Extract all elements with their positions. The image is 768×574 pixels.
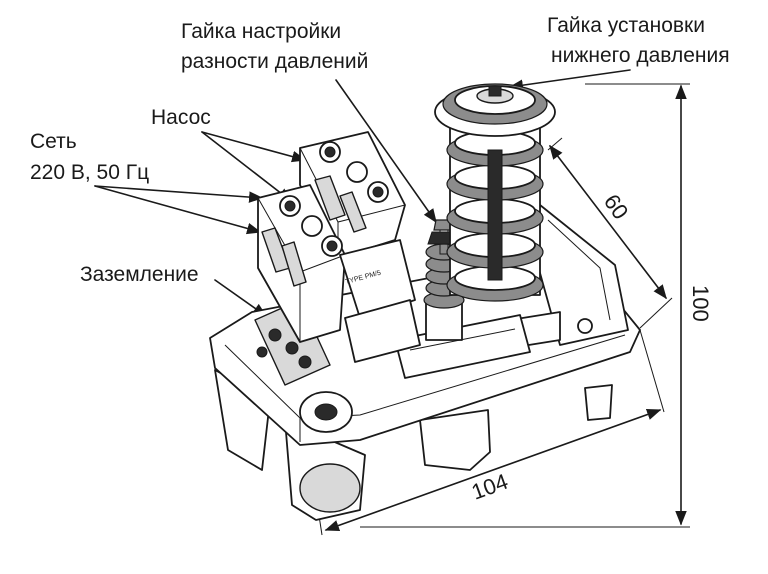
dimension-lines: 100 60 104 (311, 83, 713, 536)
ground-terminal (254, 299, 331, 386)
setting-nut-label-line1: Гайка установки (547, 14, 705, 37)
setting-nut-label-line2: нижнего давления (551, 44, 730, 67)
callout-labels: Гайка настройки разности давлений Гайка … (30, 14, 730, 286)
pump-screw-2 (346, 161, 368, 183)
rear-screw (577, 318, 593, 334)
front-foot-boss (299, 463, 361, 513)
ground-leader (214, 279, 268, 317)
mounting-hole-center (314, 403, 338, 421)
network-label-line2: 220 В, 50 Гц (30, 161, 149, 184)
spring-rod (487, 149, 503, 281)
network-screw-2 (301, 215, 323, 237)
network-leader-upper (94, 185, 264, 203)
adjust-nut-label-line1: Гайка настройки (181, 20, 341, 43)
pressure-switch-illustration: TYPE PM/5 (209, 83, 641, 521)
spring-extension-top (547, 137, 563, 151)
main-spring (434, 83, 556, 302)
adjust-nut-label-line2: разности давлений (181, 50, 368, 73)
leader-lines (94, 69, 631, 317)
network-label-line1: Сеть (30, 130, 77, 153)
pump-label: Насос (151, 106, 211, 129)
width-extension-right (639, 329, 665, 413)
height-dimension-value: 100 (688, 285, 713, 322)
network-leader-lower (94, 185, 262, 235)
pump-leader-lower (201, 131, 293, 202)
spring-extension-bottom (639, 297, 673, 329)
rear-foot (419, 409, 491, 471)
central-housing (339, 239, 416, 319)
pump-leader-upper (201, 131, 307, 163)
setting-nut-leader (508, 69, 631, 91)
right-foot (584, 384, 613, 421)
network-terminal-block (257, 184, 346, 343)
spring-dimension-value: 60 (599, 190, 634, 224)
width-dimension-value: 104 (468, 469, 511, 505)
front-slot-bar (394, 314, 531, 379)
ground-label: Заземление (80, 263, 199, 286)
central-housing-lower (344, 299, 421, 363)
adjust-nut-leader (335, 79, 437, 224)
width-dimension-line (324, 408, 662, 532)
spring-dimension-line (549, 144, 667, 300)
